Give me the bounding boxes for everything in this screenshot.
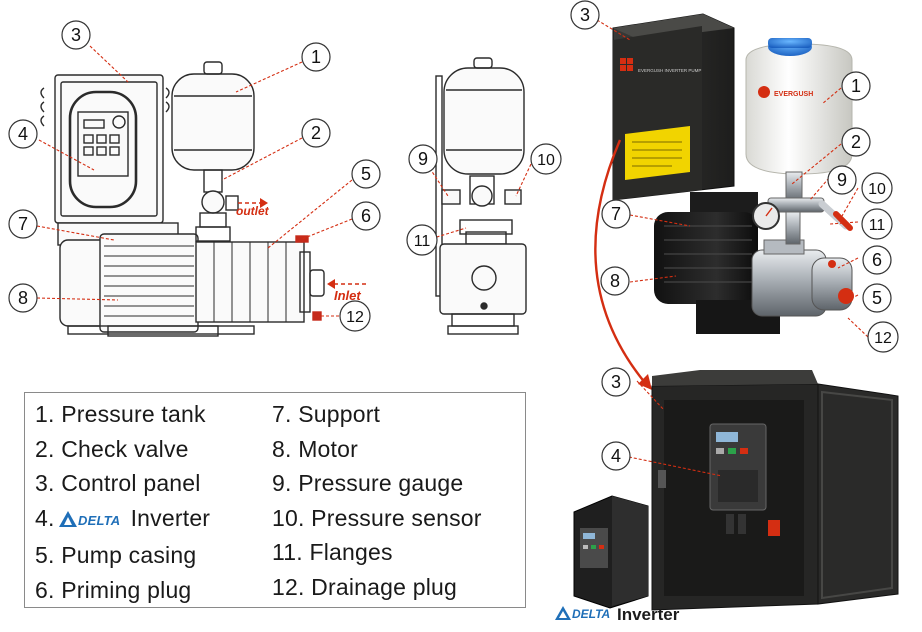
flow-arrows: outlet Inlet: [236, 198, 366, 303]
svg-text:10: 10: [537, 152, 555, 169]
svg-text:5: 5: [872, 288, 882, 308]
legend-item-check-valve: 2. Check valve: [35, 435, 189, 462]
callout-3-photo: 3: [570, 0, 600, 30]
svg-text:DELTA: DELTA: [78, 513, 120, 528]
svg-text:6: 6: [361, 206, 371, 226]
brand-caption: DELTA Inverter: [553, 604, 679, 627]
callout-7: 7: [8, 209, 38, 239]
svg-text:3: 3: [71, 25, 81, 45]
inverter-product-illustration: [573, 495, 649, 609]
callout-9-photo: 9: [827, 165, 857, 195]
callout-12: 12: [339, 300, 371, 332]
legend-item-support: 7. Support: [272, 401, 381, 427]
leader-lines: [36, 19, 869, 477]
svg-text:1: 1: [851, 76, 861, 96]
legend-right-column: 7. Support 8. Motor 9. Pressure gauge 10…: [272, 397, 482, 604]
svg-text:9: 9: [837, 170, 847, 190]
callout-bubbles: 3 1 2 4 5 6 7 8 12 9 10 11 3 1 2 9 10 11…: [8, 0, 899, 471]
callout-10: 10: [530, 143, 562, 175]
svg-text:1: 1: [311, 47, 321, 67]
svg-text:8: 8: [18, 288, 28, 308]
end-view-drawing: [435, 57, 527, 335]
callout-12-photo: 12: [867, 321, 899, 353]
svg-text:8: 8: [610, 271, 620, 291]
callout-9: 9: [408, 144, 438, 174]
svg-text:2: 2: [311, 123, 321, 143]
svg-text:DELTA: DELTA: [572, 607, 610, 621]
legend-item-control-panel: 3. Control panel: [35, 470, 201, 496]
callout-5: 5: [351, 159, 381, 189]
callout-2-photo: 2: [841, 127, 871, 157]
cabinet-illustration: [651, 370, 899, 611]
svg-text:3: 3: [611, 372, 621, 392]
legend-item-pressure-sensor: 10. Pressure sensor: [272, 504, 482, 531]
delta-logo-caption: DELTA: [553, 604, 615, 627]
svg-text:3: 3: [580, 5, 590, 25]
callout-8-photo: 8: [600, 266, 630, 296]
control-panel-drawing: [40, 74, 170, 224]
motor-drawing: [59, 233, 255, 337]
svg-text:10: 10: [868, 181, 886, 198]
legend-item-pump-casing: 5. Pump casing: [35, 542, 197, 568]
pump-unit-illustration: EVERGUSH INVERTER PUMP EVERGUSH: [612, 13, 854, 334]
svg-text:7: 7: [611, 204, 621, 224]
svg-text:11: 11: [414, 233, 431, 250]
svg-text:6: 6: [872, 250, 882, 270]
callout-7-photo: 7: [601, 199, 631, 229]
inlet-label: Inlet: [334, 288, 361, 303]
callout-6: 6: [351, 201, 381, 231]
pump-casing-drawing: [195, 235, 325, 323]
callout-10-photo: 10: [861, 172, 893, 204]
panel-to-cabinet-arrow: [594, 139, 647, 385]
callout-4-cabinet: 4: [601, 441, 631, 471]
svg-text:5: 5: [361, 164, 371, 184]
legend-item-pressure-tank: 1. Pressure tank: [35, 401, 206, 427]
callout-3: 3: [61, 20, 91, 50]
callout-3-cabinet: 3: [601, 367, 631, 397]
svg-text:12: 12: [874, 330, 892, 347]
callout-1-photo: 1: [841, 71, 871, 101]
svg-text:2: 2: [851, 132, 861, 152]
panel-brand-text: EVERGUSH INVERTER PUMP: [638, 68, 701, 73]
side-view-drawing: [40, 61, 325, 337]
outlet-label: outlet: [236, 204, 270, 218]
delta-logo: DELTA: [57, 504, 127, 539]
svg-text:7: 7: [18, 214, 28, 234]
callout-2: 2: [301, 118, 331, 148]
callout-11-photo: 11: [861, 208, 893, 240]
legend-item-motor: 8. Motor: [272, 435, 358, 462]
legend-box: 1. Pressure tank 2. Check valve 3. Contr…: [24, 392, 526, 608]
brand-caption-text: Inverter: [617, 605, 680, 624]
svg-text:11: 11: [869, 217, 886, 234]
legend-item-drainage-plug: 12. Drainage plug: [272, 573, 457, 600]
legend-item-priming-plug: 6. Priming plug: [35, 576, 192, 603]
svg-text:12: 12: [346, 309, 364, 326]
tank-brand-text: EVERGUSH: [774, 91, 813, 98]
legend-left-column: 1. Pressure tank 2. Check valve 3. Contr…: [35, 397, 210, 607]
svg-text:4: 4: [18, 124, 28, 144]
check-valve-drawing: [195, 169, 239, 242]
callout-4: 4: [8, 119, 38, 149]
callout-5-photo: 5: [862, 283, 892, 313]
callout-11: 11: [406, 224, 438, 256]
svg-text:4: 4: [611, 446, 621, 466]
legend-item-flanges: 11. Flanges: [272, 539, 393, 565]
callout-8: 8: [8, 283, 38, 313]
legend-item-pressure-gauge: 9. Pressure gauge: [272, 470, 464, 496]
pressure-tank-drawing: [171, 61, 255, 171]
callout-6-photo: 6: [862, 245, 892, 275]
callout-1: 1: [301, 42, 331, 72]
svg-text:9: 9: [418, 149, 428, 169]
